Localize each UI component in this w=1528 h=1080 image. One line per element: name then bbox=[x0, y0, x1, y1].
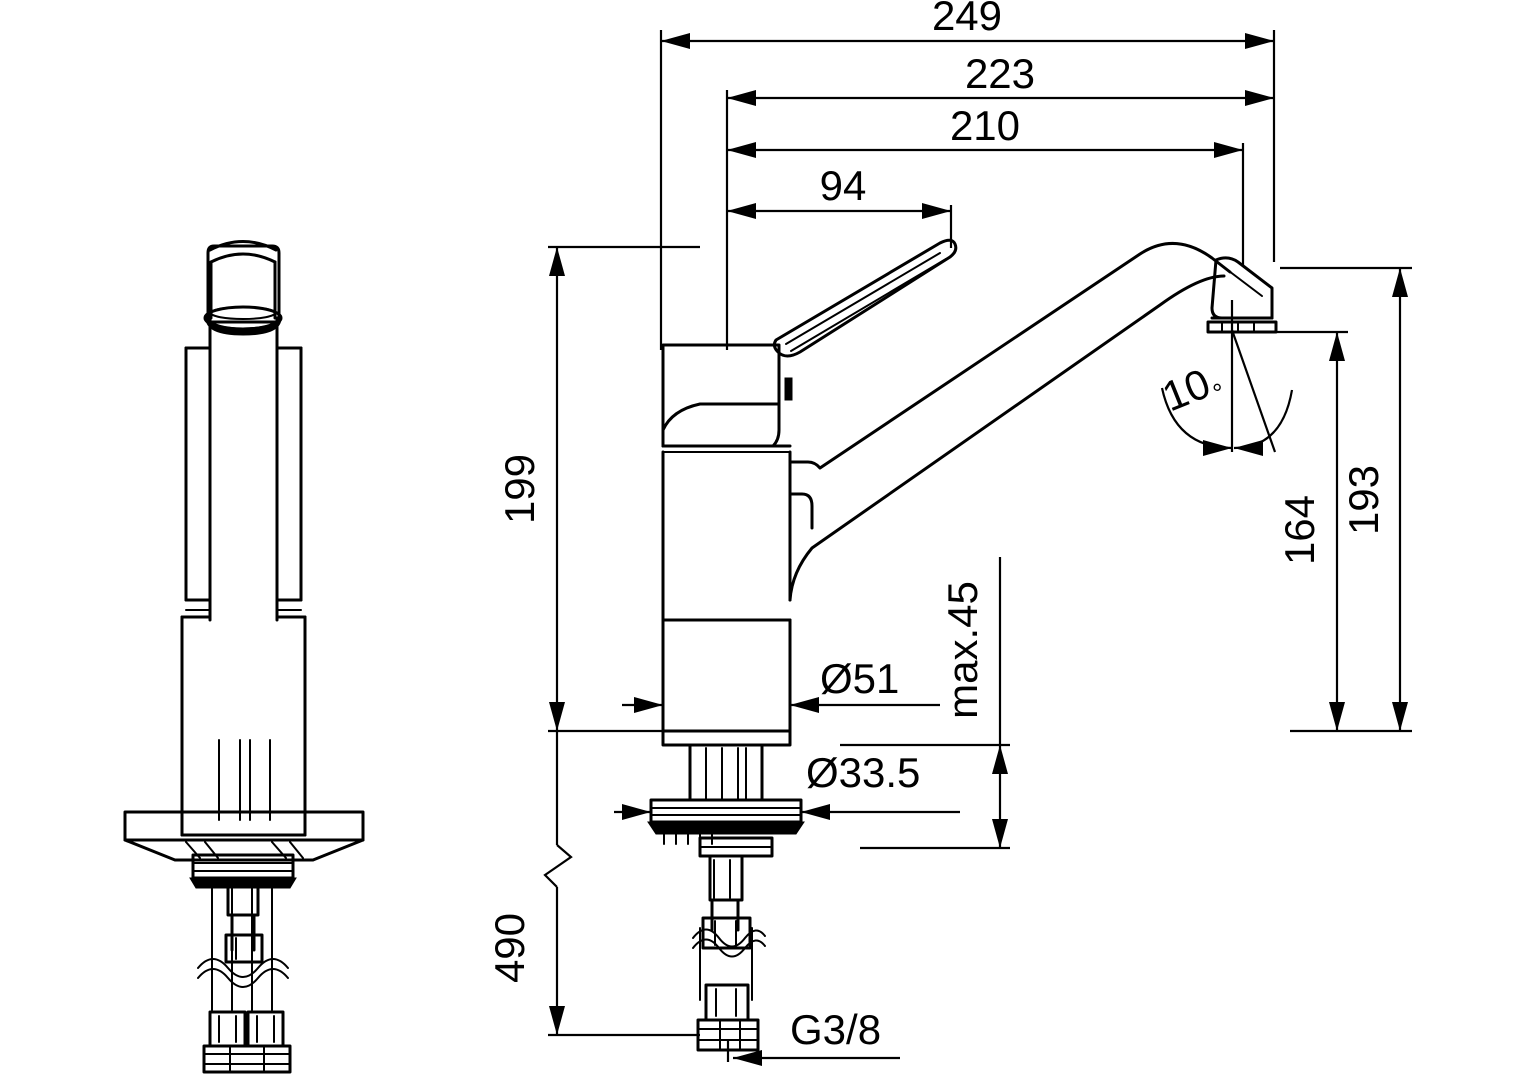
side-view-group bbox=[647, 238, 1278, 1052]
dimension-label-dia335: Ø33.5 bbox=[806, 749, 920, 796]
dimension-max-45: max.45 bbox=[840, 557, 1010, 850]
dimension-210: 210 bbox=[727, 102, 1245, 265]
dimension-label-94: 94 bbox=[820, 162, 867, 209]
dimension-label-199: 199 bbox=[496, 454, 543, 524]
side-handle-hub bbox=[661, 343, 793, 453]
dimension-label-490: 490 bbox=[486, 913, 533, 983]
dimension-199: 199 bbox=[496, 245, 700, 733]
front-handle-collar bbox=[203, 305, 283, 336]
front-deck-plate bbox=[123, 810, 365, 862]
dimension-dia-51: Ø51 bbox=[622, 655, 940, 713]
dimension-label-dia51: Ø51 bbox=[820, 655, 899, 702]
side-shank bbox=[647, 743, 805, 858]
dimension-label-210: 210 bbox=[950, 102, 1020, 149]
dimension-164: 164 bbox=[1276, 330, 1348, 731]
side-break-symbol bbox=[692, 928, 766, 958]
dimension-dia-335: Ø33.5 bbox=[614, 749, 960, 820]
dimension-label-164: 164 bbox=[1276, 495, 1323, 565]
dimension-label-249: 249 bbox=[932, 0, 1002, 39]
dimension-193: 193 bbox=[1280, 266, 1412, 733]
front-lock-nut bbox=[189, 853, 297, 889]
dimension-249: 249 bbox=[659, 0, 1276, 350]
side-spout-arm bbox=[788, 242, 1232, 602]
front-shank-tubes bbox=[218, 739, 271, 821]
front-handle-cap bbox=[206, 240, 281, 324]
front-view-group bbox=[123, 240, 365, 1074]
dimension-490: 490 bbox=[486, 731, 700, 1037]
front-supply-tubes bbox=[211, 886, 273, 1011]
dimension-label-193: 193 bbox=[1340, 465, 1387, 535]
dimension-223: 223 bbox=[725, 50, 1274, 350]
front-break-symbol bbox=[197, 958, 289, 988]
callout-g38: G3/8 bbox=[726, 1006, 900, 1066]
degree-symbol: ° bbox=[1212, 378, 1222, 408]
front-bottom-fittings bbox=[202, 1010, 292, 1074]
dimension-94: 94 bbox=[727, 162, 953, 248]
callout-label-g38: G3/8 bbox=[790, 1006, 881, 1053]
front-body-cylinder bbox=[180, 316, 307, 837]
dimension-label-223: 223 bbox=[965, 50, 1035, 97]
dimension-label-max45: max.45 bbox=[939, 581, 986, 719]
